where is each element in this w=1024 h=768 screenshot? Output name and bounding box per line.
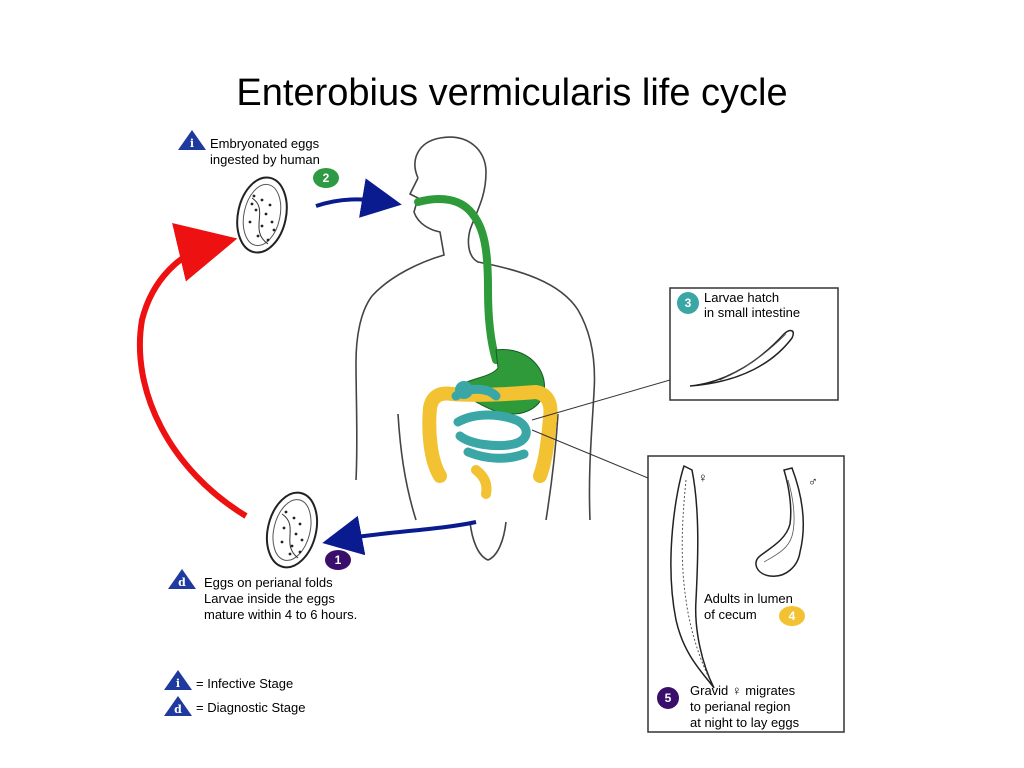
stage-4-badge: 4: [779, 606, 805, 626]
rectum: [471, 465, 492, 499]
legend-diagnostic-icon: d: [164, 696, 192, 716]
diagnostic-stage-marker-icon: d: [168, 569, 196, 589]
top-note-line2: ingested by human: [210, 152, 320, 167]
stage-5-badge: 5: [657, 687, 679, 709]
perianal-egg-icon: [265, 491, 319, 569]
svg-text:5: 5: [665, 691, 672, 705]
svg-text:1: 1: [335, 553, 342, 567]
embryonated-egg-icon: [236, 176, 288, 254]
svg-text:3: 3: [685, 296, 692, 310]
svg-text:d: d: [174, 703, 182, 716]
female-symbol: ♀: [698, 470, 708, 485]
digestive-tract: [414, 194, 558, 499]
leader-line-stage4: [531, 429, 649, 479]
stage-3-line1: Larvae hatch: [704, 290, 779, 305]
stage-3-badge: 3: [677, 292, 699, 314]
stage-2-badge: 2: [313, 168, 339, 188]
svg-text:2: 2: [323, 171, 330, 185]
female-worm-icon: [670, 464, 715, 689]
bottom-note-line2: Larvae inside the eggs: [204, 591, 335, 606]
stage-5-line1: Gravid ♀ migrates: [690, 683, 796, 698]
stage-4-line1: Adults in lumen: [704, 591, 793, 606]
legend-diagnostic-text: = Diagnostic Stage: [196, 700, 305, 715]
top-note-line1: Embryonated eggs: [210, 136, 320, 151]
stage-5-line2: to perianal region: [690, 699, 790, 714]
stage-4-line2: of cecum: [704, 607, 757, 622]
stage-3-line2: in small intestine: [704, 305, 800, 320]
arrow-cycle-return: [136, 223, 248, 519]
legend-infective-icon: i: [164, 670, 192, 690]
stage-3-box: 3 Larvae hatch in small intestine: [669, 287, 839, 401]
svg-text:i: i: [176, 677, 180, 690]
human-body-outline: [355, 136, 596, 561]
esophagus: [414, 194, 500, 364]
leader-line-stage3: [531, 379, 671, 421]
infective-stage-marker-icon: i: [178, 130, 206, 150]
arrow-to-mouth: [315, 178, 402, 218]
page-title: Enterobius vermicularis life cycle: [236, 72, 788, 114]
bottom-note-line1: Eggs on perianal folds: [204, 575, 333, 590]
bottom-note-line3: mature within 4 to 6 hours.: [204, 607, 357, 622]
male-symbol: ♂: [808, 474, 818, 489]
legend-infective-text: = Infective Stage: [196, 676, 293, 691]
bottom-note: d Eggs on perianal folds Larvae inside t…: [168, 569, 357, 622]
stage-5-line3: at night to lay eggs: [690, 715, 800, 730]
svg-text:i: i: [190, 137, 194, 150]
adults-box: ♀ ♂ Adults in lumen of cecum 4 5 Gravid …: [647, 455, 845, 733]
stomach: [455, 349, 545, 415]
legend: i = Infective Stage d = Diagnostic Stage: [164, 670, 305, 716]
duodenum: [455, 381, 473, 399]
top-note: i Embryonated eggs ingested by human: [178, 130, 320, 167]
svg-text:d: d: [178, 576, 186, 589]
svg-text:4: 4: [789, 609, 796, 623]
stage-1-badge: 1: [325, 550, 351, 570]
arrow-to-perianal: [322, 515, 477, 556]
